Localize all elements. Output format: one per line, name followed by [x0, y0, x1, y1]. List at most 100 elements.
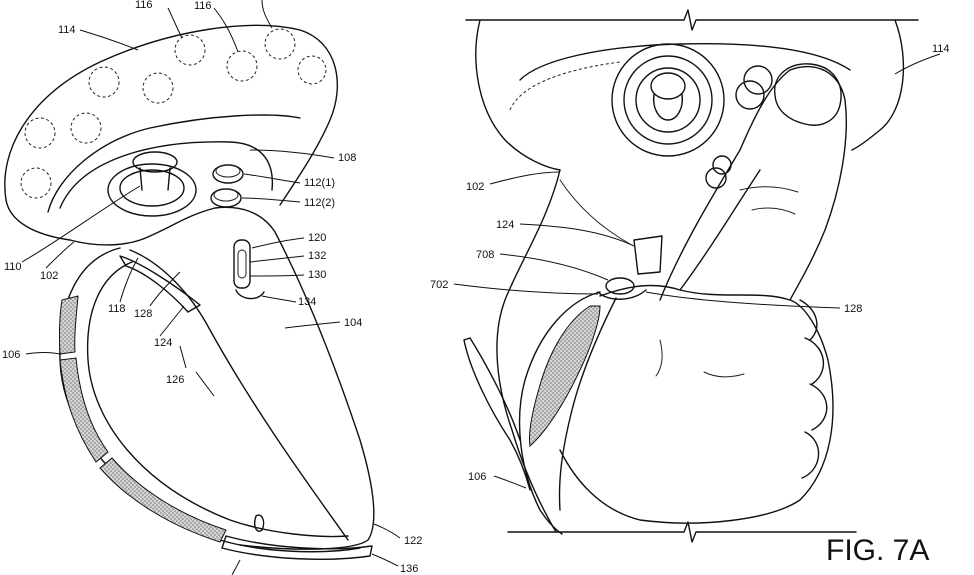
handle-outline — [496, 169, 561, 533]
break-line-top — [465, 9, 919, 31]
ref-116b: 116 — [194, 0, 212, 12]
ref-132: 132 — [308, 250, 326, 262]
leader-bottom — [231, 559, 241, 575]
leader-108 — [249, 149, 335, 159]
leader-114 — [79, 29, 139, 51]
leader-104 — [284, 321, 341, 329]
leader-708 — [499, 253, 609, 281]
ref-136: 136 — [400, 563, 418, 575]
figure-label: FIG. 7A — [826, 534, 929, 567]
leader-102-right — [489, 171, 561, 185]
trackpad-control-inner — [237, 249, 247, 279]
thumbstick-base-outer — [107, 163, 197, 217]
ref-124-right: 124 — [496, 219, 514, 231]
trigger-button-708 — [605, 277, 635, 295]
controller-head-outline — [475, 19, 561, 171]
ref-124: 124 — [154, 337, 172, 349]
thumbstick-base-inner — [119, 169, 185, 207]
ref-110: 110 — [4, 261, 22, 273]
leader-114-right — [894, 53, 941, 75]
leader-128-right — [645, 291, 841, 309]
leader-130 — [249, 274, 305, 277]
ref-130: 130 — [308, 269, 326, 281]
ref-126: 126 — [166, 374, 184, 386]
controller-head-right — [851, 19, 905, 151]
ref-116a: 116 — [135, 0, 153, 11]
ref-104: 104 — [344, 317, 362, 329]
button-112-1-top — [215, 164, 241, 178]
ref-128-right: 128 — [844, 303, 862, 315]
trackpad-control — [233, 239, 251, 289]
leader-134 — [261, 295, 297, 303]
tracking-ring-outer — [4, 24, 339, 206]
leader-116a — [167, 7, 183, 39]
thumb-crease-2 — [751, 207, 796, 215]
leader-136 — [371, 553, 399, 567]
leader-124 — [159, 305, 185, 337]
button-right-1 — [735, 80, 765, 110]
trigger — [119, 255, 201, 313]
hand-crease-2 — [655, 339, 663, 377]
hand-crease — [703, 371, 745, 378]
grip-pad-2 — [59, 357, 109, 463]
leader-132 — [249, 255, 305, 263]
ref-112-2: 112(2) — [304, 197, 335, 209]
hand-knuckle-3 — [809, 383, 828, 431]
thumbstick-top — [650, 72, 686, 100]
leader-702 — [453, 283, 599, 295]
controller-top-surface — [59, 141, 274, 209]
button-112-2-top — [213, 188, 239, 202]
grip-pad-1 — [58, 295, 79, 355]
controller-head-lower — [519, 43, 851, 81]
controller-body-outline — [69, 206, 375, 550]
controller-head-dashed — [509, 61, 621, 111]
ref-114: 114 — [58, 24, 76, 36]
leader-124-right — [519, 223, 635, 247]
thumbnail — [774, 63, 842, 126]
handle-outline-right — [679, 169, 761, 291]
thumb — [659, 65, 847, 301]
leader-112-2 — [241, 197, 301, 203]
leader-110 — [21, 185, 141, 263]
ref-120: 120 — [308, 232, 326, 244]
leader-118 — [119, 257, 139, 303]
leader-106-right — [493, 475, 527, 489]
button-right-4 — [712, 155, 732, 175]
thumbstick-ring-inner — [635, 67, 701, 133]
sensor-dots — [20, 28, 327, 199]
leader-128 — [149, 271, 181, 307]
ref-106-right: 106 — [468, 471, 486, 483]
thumbstick-ring-outer — [611, 43, 725, 157]
ref-118: 118 — [108, 303, 126, 315]
leader-122 — [373, 523, 401, 539]
left-controller-view: 116 116 114 108 112(1) 112(2) 120 132 13… — [2, 0, 422, 575]
right-controller-view: 114 102 124 708 702 128 106 FIG. 7A — [430, 9, 950, 567]
strap-flap-2 — [463, 337, 471, 341]
thumbstick-ring-mid — [623, 55, 713, 145]
leader-102 — [45, 241, 75, 269]
leader-120 — [251, 237, 305, 249]
hand-knuckle-4 — [801, 431, 820, 479]
grip-pad-3 — [99, 457, 227, 543]
handle-inner — [559, 179, 631, 245]
thumbstick-neck — [653, 93, 683, 121]
thumbstick-stem — [139, 167, 171, 191]
ref-102: 102 — [40, 270, 58, 282]
trigger-button-base-702 — [597, 289, 647, 300]
tracking-ring-inner — [47, 114, 301, 213]
thumbstick-cap — [132, 151, 178, 173]
leader-112-1 — [243, 173, 301, 184]
strap-inner — [86, 261, 349, 538]
leader-top — [261, 0, 273, 29]
break-line-bottom — [507, 521, 857, 543]
strap-outer — [59, 247, 361, 553]
button-right-2 — [743, 65, 773, 95]
ref-106: 106 — [2, 349, 20, 361]
leader-106 — [25, 352, 61, 355]
leader-116b — [213, 7, 239, 53]
strap-inner — [558, 297, 617, 511]
hand-knuckle-1 — [799, 299, 818, 341]
thumb-crease — [739, 186, 799, 193]
